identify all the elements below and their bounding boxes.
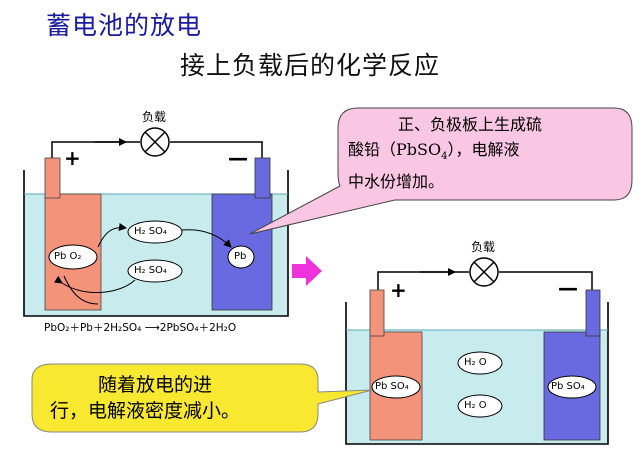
yellow-callout-text: 随着放电的进 行，电解液密度减小。 xyxy=(50,372,310,424)
yellow-callout-line-1: 随着放电的进 xyxy=(98,374,213,396)
left-molecule-2 xyxy=(127,259,183,283)
left-negative-plate xyxy=(211,193,273,311)
page-subtitle: 接上负载后的化学反应 xyxy=(180,51,441,80)
yellow-callout-bubble xyxy=(31,363,373,433)
right-cell xyxy=(345,257,609,445)
left-negative-plate-label: Pb xyxy=(234,251,247,262)
transition-arrow xyxy=(292,256,322,286)
right-container xyxy=(345,302,609,445)
right-minus-sign: — xyxy=(558,276,578,300)
right-molecule-1-label: H₂ O xyxy=(464,357,487,368)
left-cell xyxy=(23,127,289,317)
right-negative-plate-label: Pb SO₄ xyxy=(551,381,585,392)
left-plate-pbo2-ellipse xyxy=(48,244,98,270)
left-molecule-1-label: H₂ SO₄ xyxy=(134,226,167,237)
right-positive-plate-label: Pb SO₄ xyxy=(375,381,409,392)
right-molecule-1 xyxy=(457,351,503,375)
right-plate-pbso4-ellipse-left xyxy=(371,375,421,399)
left-molecule-2-label: H₂ SO₄ xyxy=(134,265,167,276)
left-molecule-1 xyxy=(127,220,183,244)
reaction-equation: PbO₂＋Pb＋2H₂SO₄ ⟶2PbSO₄＋2H₂O xyxy=(44,322,237,334)
left-positive-plate-label: Pb O₂ xyxy=(54,251,82,262)
right-molecule-2-label: H₂ O xyxy=(464,400,487,411)
left-plus-sign: + xyxy=(64,146,81,170)
right-plate-pbso4-ellipse-right xyxy=(547,375,597,399)
left-load-label: 负载 xyxy=(142,110,167,124)
right-load-label: 负载 xyxy=(471,240,496,254)
pink-callout-line-1: 正、负极板上生成硫 xyxy=(398,115,543,134)
left-minus-sign: — xyxy=(228,146,248,170)
pink-callout-bubble xyxy=(249,107,633,235)
page-title: 蓄电池的放电 xyxy=(46,11,203,40)
right-plus-sign: + xyxy=(390,278,407,302)
pink-callout-text: 正、负极板上生成硫 酸铅（PbSO4），电解液 中水份增加。 xyxy=(348,112,626,194)
left-plate-pb-ellipse xyxy=(227,245,255,269)
pink-callout-line-3: 中水份增加。 xyxy=(348,172,445,192)
pink-callout-line-2: 酸铅（PbSO4），电解液 xyxy=(348,140,520,163)
right-molecule-2 xyxy=(457,394,503,418)
left-container xyxy=(23,170,289,317)
yellow-callout-line-2: 行，电解液密度减小。 xyxy=(50,400,241,422)
